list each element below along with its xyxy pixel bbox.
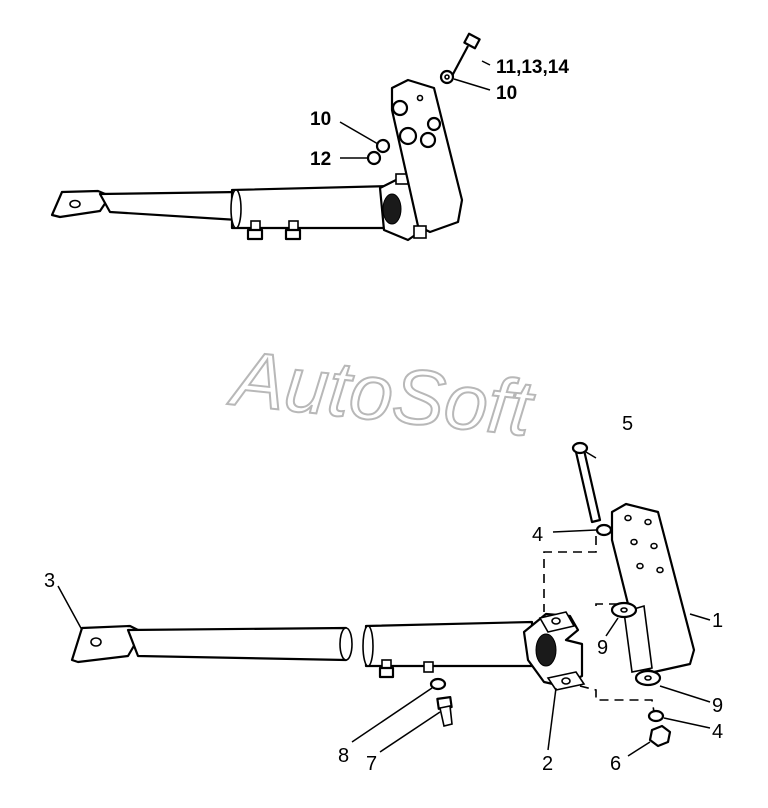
bolt-7 xyxy=(436,695,453,727)
callout-11-13-14: 11,13,14 xyxy=(496,57,569,78)
washer-8 xyxy=(429,677,447,691)
bottom-lower-bolt-2 xyxy=(423,661,434,673)
bottom-bracket-hole xyxy=(90,637,102,647)
callout-1: 1 xyxy=(712,610,723,632)
callout-7: 7 xyxy=(366,753,377,775)
bottom-tube-narrow xyxy=(126,626,348,662)
assembly-line-lower xyxy=(579,685,655,713)
callout-9-upper: 9 xyxy=(597,637,608,659)
top-nut-12 xyxy=(366,150,382,166)
callout-3: 3 xyxy=(44,570,55,592)
top-lower-bolt-2 xyxy=(284,220,302,241)
callout-10-right: 10 xyxy=(496,83,517,104)
callout-10-left: 10 xyxy=(310,109,331,130)
bottom-tube-wide-end xyxy=(362,625,374,667)
top-clamp-bore xyxy=(382,193,402,225)
callout-4-upper: 4 xyxy=(532,524,543,546)
bottom-plate-holes xyxy=(624,514,664,574)
bottom-lower-bolt-1 xyxy=(378,659,395,679)
callout-8: 8 xyxy=(338,745,349,767)
top-tube-narrow xyxy=(98,190,240,222)
long-bolt-5 xyxy=(571,441,602,524)
bottom-assembly: 5 4 3 1 9 9 4 8 7 2 6 xyxy=(44,413,723,775)
top-plate-stud xyxy=(413,225,427,239)
top-plate-bolts xyxy=(391,94,442,149)
bottom-pivot-tube xyxy=(623,604,653,673)
assembly-line-mid xyxy=(595,603,620,606)
top-lower-bolt-1 xyxy=(246,220,264,241)
nut-6 xyxy=(648,724,672,748)
callout-9-lower: 9 xyxy=(712,695,723,717)
callout-12: 12 xyxy=(310,149,331,170)
washer-4-lower xyxy=(647,709,665,723)
top-washer-left xyxy=(375,138,391,154)
top-assembly: 11,13,14 10 10 12 xyxy=(50,32,569,242)
bottom-mounting-plate xyxy=(610,502,696,674)
callout-6: 6 xyxy=(610,753,621,775)
top-long-bolt xyxy=(451,32,481,77)
callout-4-lower: 4 xyxy=(712,721,723,743)
top-tube-joint xyxy=(230,189,242,229)
top-mounting-plate xyxy=(390,78,464,234)
washer-4-upper xyxy=(595,523,613,537)
bottom-clamp-bore xyxy=(535,633,557,667)
watermark: AutoSoft xyxy=(225,333,539,453)
top-bracket-hole xyxy=(69,199,81,209)
bottom-tube-narrow-end xyxy=(339,627,353,661)
assembly-line-upper xyxy=(543,536,597,612)
callout-2: 2 xyxy=(542,753,553,775)
callout-5: 5 xyxy=(622,413,633,435)
